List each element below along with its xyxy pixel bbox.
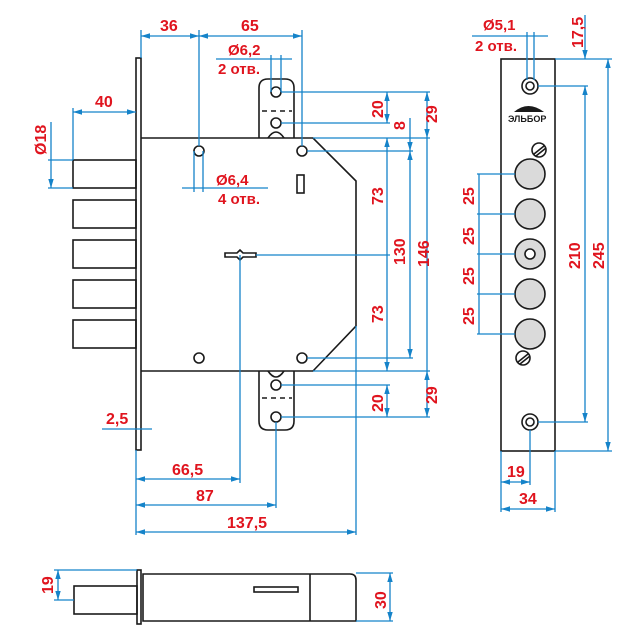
dim-bottom-total-offset: 29 [424, 386, 441, 404]
screw-icon [515, 350, 531, 366]
dim-upper-half-height: 73 [370, 187, 387, 205]
dim-backset-to-strike-hole: 87 [196, 488, 214, 505]
bolt-head [514, 278, 546, 310]
bolt-head [514, 318, 546, 350]
dim-faceplate-thickness: 2,5 [106, 411, 128, 428]
dim-mount-hole-count: 4 отв. [218, 191, 260, 208]
dim-faceplate-hole-diameter: Ø5,1 [483, 17, 516, 34]
dim-bolt-spacing: 25 [461, 267, 478, 285]
dim-top-strike-offset: 20 [370, 100, 387, 118]
dim-faceplate-hole-count: 2 отв. [475, 38, 517, 55]
side-faceplate [136, 569, 142, 625]
side-case [142, 573, 357, 622]
dim-case-height: 146 [416, 240, 433, 267]
dim-bolt-spacing: 25 [461, 227, 478, 245]
dim-bolt-spacing: 25 [461, 307, 478, 325]
dim-faceplate-top-offset: 17,5 [570, 17, 587, 48]
faceplate-dimension-lines [472, 15, 612, 512]
dim-bolt-length: 40 [95, 94, 113, 111]
faceplate-hole [521, 77, 539, 95]
side-view: 19 30 [40, 569, 393, 625]
dim-case-depth: 137,5 [227, 515, 267, 532]
bolt [72, 279, 137, 309]
dim-strike-hole-diameter: Ø6,2 [228, 42, 261, 59]
dim-side-case-thickness: 30 [373, 591, 390, 609]
dim-mount-hole-spacing: 65 [241, 18, 259, 35]
dim-mount-hole-diameter: Ø6,4 [216, 172, 249, 189]
dim-lower-half-height: 73 [370, 305, 387, 323]
side-slot [253, 586, 299, 593]
dim-faceplate-hole-from-edge: 19 [507, 464, 525, 481]
dim-top-hole-offset: 8 [392, 121, 409, 130]
dim-faceplate-length: 245 [591, 242, 608, 269]
dim-bolt-spacing: 25 [461, 187, 478, 205]
dim-strike-hole-count: 2 отв. [218, 61, 260, 78]
bolt-head [514, 158, 546, 190]
svg-text:ЭЛЬБОР: ЭЛЬБОР [508, 114, 546, 124]
bolt [72, 159, 137, 189]
screw-icon [531, 142, 547, 158]
bolt-head [514, 198, 546, 230]
dim-top-total-offset: 29 [424, 105, 441, 123]
faceplate-strip [500, 58, 556, 452]
faceplate-hole [521, 413, 539, 431]
mount-hole [296, 352, 308, 364]
faceplate-view: ЭЛЬБОР [461, 15, 612, 512]
front-view: 36 65 Ø6,2 2 отв. 40 Ø18 Ø6,4 4 отв. 20 … [33, 18, 441, 535]
mount-hole [296, 145, 308, 157]
bolt [72, 199, 137, 229]
bottom-strike-tab [258, 370, 295, 431]
side-dimension-lines [54, 569, 393, 622]
dim-faceplate-to-mount-hole: 36 [160, 18, 178, 35]
front-dimension-lines [48, 30, 430, 535]
bolts [72, 159, 137, 349]
dim-faceplate-hole-spacing: 210 [567, 242, 584, 269]
dim-mount-hole-vertical-spacing: 130 [392, 238, 409, 265]
side-bolt [73, 585, 138, 615]
dim-backset-to-keyhole: 66,5 [172, 462, 203, 479]
latch-slot [296, 174, 305, 194]
dim-bolt-diameter: Ø18 [33, 125, 50, 155]
dim-bottom-strike-offset: 20 [370, 394, 387, 412]
lock-case [141, 137, 357, 372]
dim-faceplate-width: 34 [519, 491, 537, 508]
mount-hole [193, 352, 205, 364]
top-strike-tab [258, 78, 295, 139]
bolt [72, 239, 137, 269]
keyhole [224, 248, 257, 262]
brand-logo: ЭЛЬБОР [508, 106, 546, 124]
bolt [72, 319, 137, 349]
dim-side-bolt-diameter: 19 [40, 576, 57, 594]
